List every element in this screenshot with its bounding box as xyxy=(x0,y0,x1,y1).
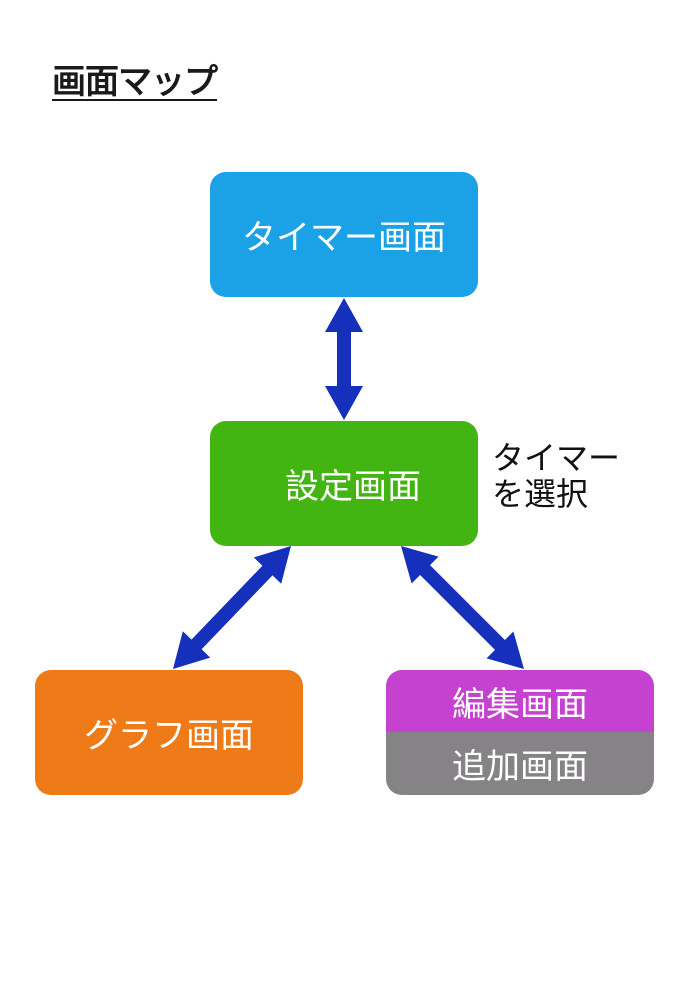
edit-screen-node[interactable]: 編集画面 xyxy=(386,670,654,732)
settings-edit-arrow xyxy=(401,546,524,669)
timer-screen-label: タイマー画面 xyxy=(242,218,446,258)
graph-screen-label: グラフ画面 xyxy=(84,716,254,756)
settings-screen-label: 設定画面 xyxy=(285,467,421,507)
edit-add-screen-node: 編集画面 追加画面 xyxy=(386,670,654,795)
add-screen-label: 追加画面 xyxy=(452,747,588,787)
timer-settings-arrow xyxy=(325,298,363,420)
graph-screen-node[interactable]: グラフ画面 xyxy=(35,670,303,795)
annotation-line-2: を選択 xyxy=(492,475,589,513)
edit-screen-label: 編集画面 xyxy=(452,684,588,725)
add-screen-node[interactable]: 追加画面 xyxy=(386,732,654,795)
annotation-line-1: タイマー xyxy=(492,439,621,477)
timer-screen-node[interactable]: タイマー画面 xyxy=(210,172,478,297)
page-title: 画面マップ xyxy=(52,62,218,102)
select-timer-annotation: タイマー を選択 xyxy=(492,440,620,512)
settings-screen-node[interactable]: 設定画面 xyxy=(210,421,478,546)
settings-graph-arrow xyxy=(173,546,291,669)
